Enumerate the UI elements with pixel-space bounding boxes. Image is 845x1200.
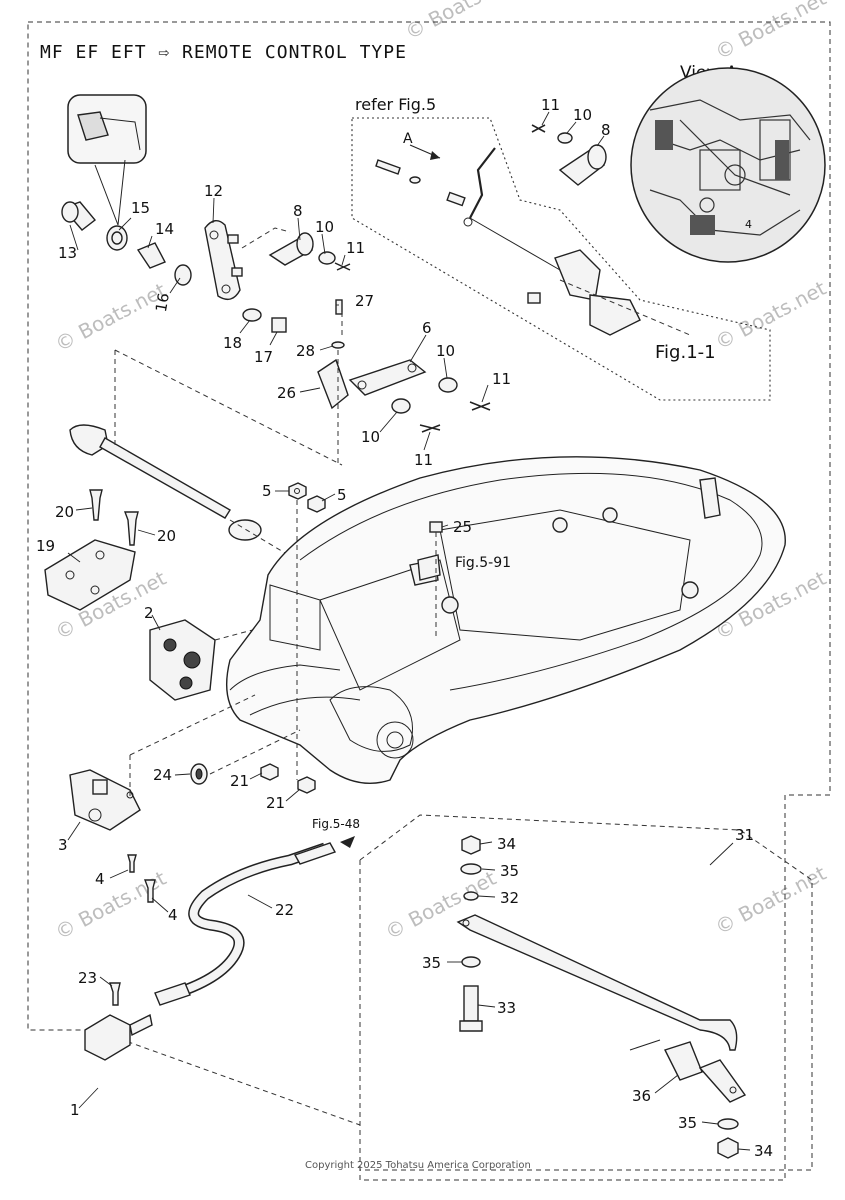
watermark: © Boats.net	[711, 861, 830, 940]
watermark: © Boats.net	[711, 276, 830, 355]
callout-14: 14	[155, 220, 174, 238]
callout-28: 28	[296, 342, 315, 360]
lever-12	[204, 220, 291, 301]
assembly-boundary	[27, 21, 831, 1181]
callout-11b: 11	[541, 96, 560, 114]
callout-24: 24	[153, 766, 172, 784]
callout-35b: 35	[422, 954, 441, 972]
callout-3: 3	[58, 836, 68, 854]
callout-8b: 8	[601, 121, 611, 139]
refer-fig5-label: refer Fig.5	[355, 95, 436, 114]
callout-21b: 21	[266, 794, 285, 812]
cable-22: Fig.5-48	[84, 817, 360, 1061]
callout-35c: 35	[678, 1114, 697, 1132]
callout-31: 31	[735, 826, 754, 844]
shaft-bushings	[61, 201, 192, 286]
callout-labels: 1 2 3 4 4 5 5 6 8 8 10 10 10 10 11 11 11…	[36, 96, 773, 1160]
callout-34a: 34	[497, 835, 516, 853]
callout-4a: 4	[95, 870, 105, 888]
bracket-19	[44, 489, 139, 611]
detail-magnifier	[67, 94, 147, 226]
callout-5b: 5	[337, 486, 347, 504]
callout-2: 2	[144, 604, 154, 622]
callout-18: 18	[223, 334, 242, 352]
fig-5-48-reference: Fig.5-48	[312, 817, 360, 831]
cable-assembly-boundary	[359, 814, 813, 1171]
callout-34b: 34	[754, 1142, 773, 1160]
callout-33: 33	[497, 999, 516, 1017]
fig-5-91-reference: Fig.5-91	[455, 555, 511, 571]
callout-11d: 11	[414, 451, 433, 469]
fig-1-1-reference: Fig.1-1	[655, 342, 716, 363]
callout-10c: 10	[436, 342, 455, 360]
refer-fig5-boundary	[351, 117, 771, 401]
callout-20b: 20	[157, 527, 176, 545]
callout-17: 17	[254, 348, 273, 366]
arrow-a-label: A	[403, 131, 413, 147]
nuts-21-24	[190, 729, 316, 794]
callout-35a: 35	[500, 862, 519, 880]
cable-31-parts	[456, 835, 747, 1159]
callout-10b: 10	[573, 106, 592, 124]
watermark: © Boats.net	[711, 0, 830, 64]
callout-27: 27	[355, 292, 374, 310]
page-title: MF EF EFT ⇨ REMOTE CONTROL TYPE	[40, 42, 407, 63]
copyright-text: Copyright 2025 Tohatsu America Corporati…	[305, 1160, 531, 1171]
callout-6: 6	[422, 319, 432, 337]
control-shaft	[69, 349, 343, 566]
callout-25: 25	[453, 518, 472, 536]
callout-19: 19	[36, 537, 55, 555]
plate-2	[149, 619, 261, 701]
nuts-5-25: Fig.5-91	[288, 482, 511, 780]
callout-5a: 5	[262, 482, 272, 500]
callout-11c: 11	[492, 370, 511, 388]
callout-21a: 21	[230, 772, 249, 790]
callout-22: 22	[275, 901, 294, 919]
washer-bolt-17-18	[242, 308, 287, 333]
callout-13: 13	[58, 244, 77, 262]
callout-20a: 20	[55, 503, 74, 521]
leader-lines	[67, 111, 751, 1151]
svg-text:4: 4	[745, 218, 752, 231]
callout-32: 32	[500, 889, 519, 907]
bracket-3	[69, 694, 256, 903]
callout-4b: 4	[168, 906, 178, 924]
callout-36: 36	[632, 1087, 651, 1105]
callout-10a: 10	[315, 218, 334, 236]
callout-10d: 10	[361, 428, 380, 446]
callout-1: 1	[70, 1101, 80, 1119]
callout-16: 16	[152, 292, 173, 314]
callout-8a: 8	[293, 202, 303, 220]
throttle-link-parts: Fig.1-1	[375, 147, 716, 363]
callout-23: 23	[78, 969, 97, 987]
callout-12: 12	[204, 182, 223, 200]
top-right-pins	[531, 124, 607, 186]
callout-11a: 11	[346, 239, 365, 257]
link-6-26	[317, 299, 491, 465]
callout-26: 26	[277, 384, 296, 402]
mid-pins	[268, 232, 351, 271]
watermark: © Boats.net	[51, 278, 170, 357]
callout-15: 15	[131, 199, 150, 217]
view-a-inset: View A 4	[630, 63, 826, 263]
